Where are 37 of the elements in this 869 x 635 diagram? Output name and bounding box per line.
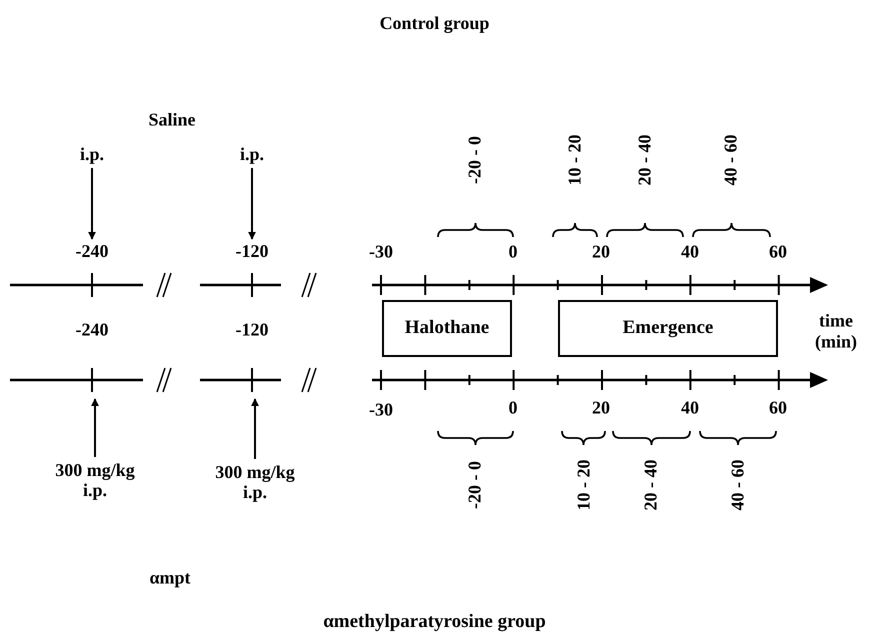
group-label: αmpt bbox=[149, 568, 191, 588]
interval-label: 40 - 60 bbox=[728, 460, 748, 510]
tick-label: 60 bbox=[769, 398, 787, 418]
phase-box: Emergence bbox=[558, 300, 778, 356]
axis-label: time (min) bbox=[814, 310, 858, 352]
arrow bbox=[88, 168, 96, 240]
tick-label: 40 bbox=[681, 398, 699, 418]
interval-label: 20 - 40 bbox=[640, 460, 662, 510]
interval-label: -20 - 0 bbox=[464, 136, 486, 184]
arrow bbox=[91, 398, 99, 457]
tick-label: -240 bbox=[76, 320, 108, 340]
interval-label: 40 - 60 bbox=[720, 134, 742, 186]
arrow bbox=[251, 398, 259, 459]
node-label: i.p. bbox=[72, 144, 112, 166]
node-label: i.p. bbox=[232, 144, 272, 166]
node-label: -240 bbox=[68, 241, 116, 263]
node-label: -120 bbox=[228, 241, 276, 263]
tick-label: 0 bbox=[508, 242, 518, 262]
interval-label: 10 - 20 bbox=[564, 134, 586, 186]
tick-label: 0 bbox=[508, 398, 518, 418]
tick-label: 20 bbox=[592, 398, 610, 418]
arrow bbox=[248, 168, 256, 240]
phase-box: Halothane bbox=[382, 300, 512, 356]
title: Control group bbox=[380, 13, 490, 33]
tick-label: 60 bbox=[769, 242, 787, 262]
group-label: Saline bbox=[148, 110, 196, 130]
tick-label: -30 bbox=[369, 242, 393, 262]
tick-label: -30 bbox=[369, 400, 393, 420]
interval-label: 10 - 20 bbox=[574, 460, 594, 510]
interval-label: 20 - 40 bbox=[634, 134, 656, 186]
tick-label: 40 bbox=[681, 242, 699, 262]
tick-label: -120 bbox=[236, 320, 268, 340]
tick-label: 20 bbox=[592, 242, 610, 262]
node-label: 300 mg/kg i.p. bbox=[45, 459, 145, 503]
node-label: 300 mg/kg i.p. bbox=[205, 461, 305, 505]
interval-label: -20 - 0 bbox=[464, 461, 486, 509]
caption: αmethylparatyrosine group bbox=[323, 611, 546, 632]
